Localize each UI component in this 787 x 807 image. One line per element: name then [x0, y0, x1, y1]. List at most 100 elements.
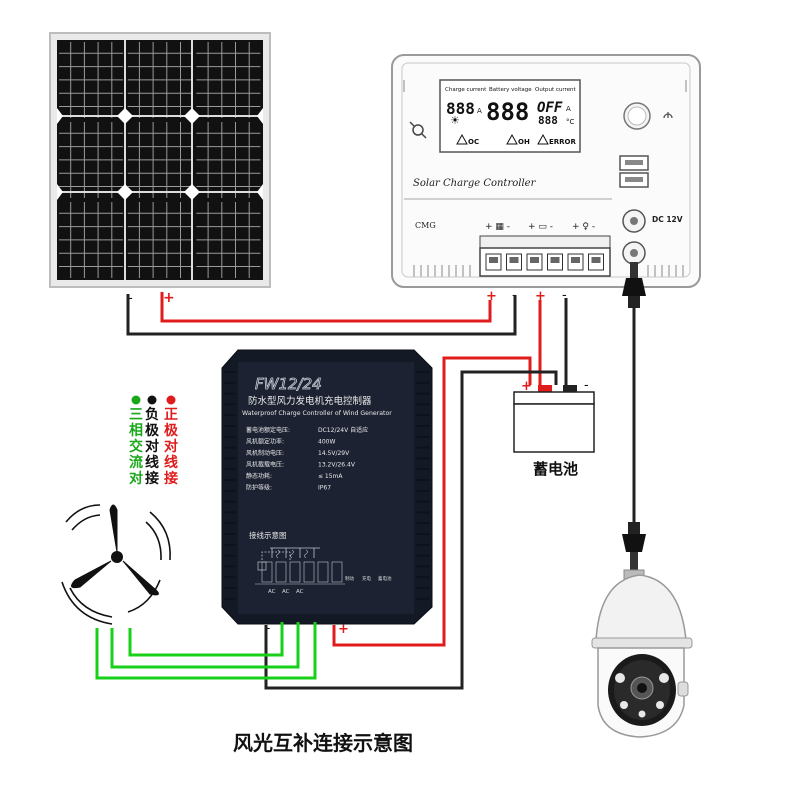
lcd-unit-c: °C — [566, 118, 575, 126]
wire-solar-positive — [160, 292, 492, 323]
solar-cell-gaps — [57, 108, 263, 200]
svg-text:交: 交 — [129, 438, 143, 455]
lcd-unit-a1: A — [477, 107, 482, 115]
spec-key: 静态功耗: — [246, 472, 272, 480]
battery-label: 蓄电池 — [533, 460, 578, 478]
usb-port-1[interactable] — [619, 155, 649, 171]
lcd-readout-output: OFF — [537, 100, 563, 116]
warning-oc-icon: OC — [456, 133, 479, 146]
svg-text:负: 负 — [145, 406, 159, 423]
wire-solar-negative — [126, 294, 517, 336]
terminal-screw[interactable] — [567, 253, 584, 271]
terminal-screw[interactable] — [588, 253, 604, 271]
svg-text:线: 线 — [145, 454, 159, 471]
spec-value: ≤ 15mA — [318, 473, 343, 480]
lcd-display — [439, 79, 581, 153]
lcd-readout-battery: 888 — [486, 98, 529, 126]
controller-name: Solar Charge Controller — [413, 178, 537, 189]
spec-key: 风机制动电压: — [246, 449, 284, 457]
terminal-screw[interactable] — [506, 253, 522, 271]
svg-text:极: 极 — [145, 422, 160, 439]
spec-key: 防护等级: — [246, 484, 272, 492]
spec-value: IP67 — [318, 485, 331, 492]
wind-charge-controller — [221, 349, 433, 625]
ptz-dome-camera — [591, 569, 693, 738]
terminal-label-pv: + ▦ - — [485, 222, 510, 232]
svg-text:极: 极 — [164, 422, 179, 439]
wind-term-charge: 充电 — [362, 575, 371, 582]
wind-pos-label: + — [338, 622, 349, 637]
terminal-screw[interactable] — [485, 253, 502, 271]
solar-pos-label: + — [163, 290, 175, 306]
wind-ac-3: AC — [296, 589, 304, 595]
lcd-unit-a2: A — [566, 105, 571, 113]
wire-wind-positive — [332, 356, 532, 647]
pv-pos-sign: + — [486, 289, 497, 304]
wind-model: FW12/24 — [255, 375, 322, 393]
wind-ac-1: AC — [268, 589, 276, 595]
spec-key: 风机额定功率: — [246, 438, 284, 446]
svg-text:三: 三 — [129, 407, 143, 423]
solar-charge-controller: Charge current Battery voltage Output cu… — [391, 54, 701, 288]
usb-port-2[interactable] — [619, 172, 649, 188]
svg-text:线: 线 — [164, 454, 178, 471]
svg-text:对: 对 — [164, 438, 178, 455]
terminal-label-battery: + ▭ - — [528, 222, 553, 232]
warning-oh-icon: OH — [506, 133, 530, 146]
wind-term-brake: 制动 — [345, 575, 354, 582]
controller-vents-top — [403, 80, 687, 92]
dc-plug-top — [622, 262, 646, 308]
lcd-label-battery-voltage: Battery voltage — [489, 87, 532, 93]
battery-pos-label: + — [521, 379, 532, 394]
svg-text:流: 流 — [129, 454, 143, 471]
dc-jack-1[interactable] — [622, 209, 646, 233]
wind-ac-2: AC — [282, 589, 290, 595]
battery — [513, 385, 595, 453]
power-button[interactable] — [623, 102, 651, 130]
terminal-label-load: + ♀ - — [572, 222, 595, 232]
terminal-screw[interactable] — [526, 253, 543, 271]
warning-error-icon: ERROR — [537, 133, 577, 146]
svg-text:接: 接 — [164, 470, 178, 487]
wiring — [95, 292, 636, 690]
wind-controller-fins — [224, 371, 430, 600]
status-oc: OC — [468, 138, 479, 146]
lcd-readout-charge: 888 — [446, 99, 475, 118]
svg-text:正: 正 — [164, 407, 178, 423]
wire-ac-phase-3 — [128, 622, 284, 657]
battery-neg-label: - — [584, 378, 589, 393]
svg-text:接: 接 — [145, 470, 159, 487]
wire-ac-phase-1 — [95, 622, 317, 680]
wire-ac-phase-2 — [110, 622, 300, 669]
lcd-label-output-current: Output current — [535, 87, 577, 93]
spec-key: 蓄电池额定电压: — [246, 426, 290, 434]
status-oh: OH — [518, 138, 530, 146]
batt-neg-sign: - — [562, 288, 567, 303]
dc-label: DC 12V — [652, 215, 683, 224]
svg-text:对: 对 — [129, 470, 143, 487]
svg-text:888: 888 — [538, 114, 558, 127]
diagram-caption: 风光互补连接示意图 — [233, 731, 413, 755]
solar-neg-label: - — [128, 291, 133, 306]
wind-spec-table: 蓄电池额定电压:DC12/24V 自适应风机额定功率:400W风机制动电压:14… — [246, 426, 368, 492]
dc-plug-bottom — [622, 522, 646, 572]
wind-title-cn: 防水型风力发电机充电控制器 — [248, 395, 372, 407]
spec-value: 13.2V/26.4V — [318, 462, 356, 469]
batt-pos-sign: + — [535, 289, 546, 304]
power-icon — [663, 112, 673, 119]
solar-panel — [49, 32, 271, 288]
controller-brand: CMG — [415, 221, 436, 230]
dc-jack-2[interactable] — [622, 241, 646, 265]
terminal-screw[interactable] — [547, 253, 563, 271]
turbine-motion-arcs — [61, 504, 171, 625]
wiring-title: 接线示意图 — [249, 530, 287, 540]
svg-text:对: 对 — [145, 438, 159, 455]
lcd-label-charge-current: Charge current — [445, 87, 487, 93]
solar-cell-grid — [57, 40, 263, 280]
wind-neg-label: - — [266, 621, 270, 635]
controller-vents-bottom — [413, 265, 684, 277]
